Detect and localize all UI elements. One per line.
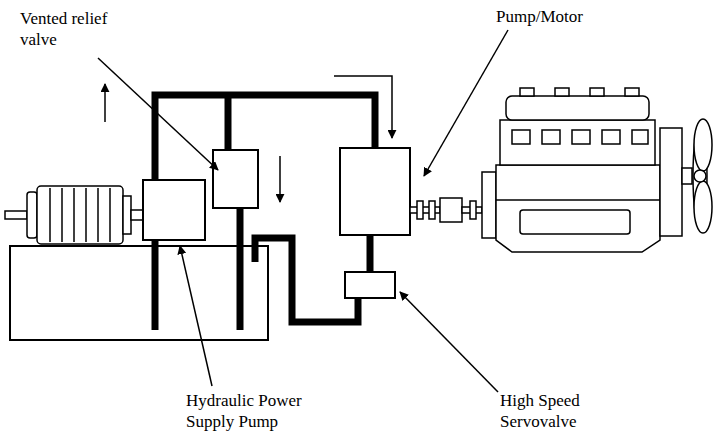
shaft-coupling bbox=[429, 201, 435, 219]
electric-motor bbox=[27, 192, 37, 238]
engine-illustration bbox=[520, 88, 534, 96]
flow-arrow bbox=[104, 84, 106, 122]
electric-motor bbox=[49, 188, 51, 242]
electric-motor bbox=[73, 188, 75, 242]
engine-illustration bbox=[555, 88, 569, 96]
supply-pump bbox=[143, 180, 205, 240]
engine-illustration bbox=[482, 88, 712, 252]
electric-motor bbox=[5, 211, 27, 219]
engine-illustration bbox=[500, 120, 655, 165]
engine-illustration bbox=[572, 130, 590, 144]
shaft-coupling bbox=[440, 198, 462, 222]
reservoir-tank bbox=[10, 246, 268, 340]
relief-valve bbox=[213, 150, 258, 208]
reservoir-tank bbox=[10, 246, 268, 340]
engine-illustration bbox=[602, 130, 620, 144]
engine-illustration bbox=[506, 96, 649, 120]
electric-motor bbox=[123, 196, 131, 234]
hydraulic-pipe bbox=[367, 235, 374, 272]
leader-line bbox=[98, 58, 218, 170]
relief-valve bbox=[213, 150, 258, 208]
engine-illustration bbox=[590, 88, 604, 96]
hydraulic-pipe bbox=[255, 238, 358, 322]
engine-illustration bbox=[542, 130, 560, 144]
electric-motor bbox=[85, 188, 87, 242]
shaft-coupling bbox=[417, 201, 423, 219]
engine-illustration bbox=[625, 88, 639, 96]
callout-label: Vented relief valve bbox=[20, 8, 132, 50]
leader-line bbox=[180, 246, 212, 386]
servovalve bbox=[345, 272, 395, 298]
servovalve bbox=[345, 272, 395, 298]
leader-line bbox=[400, 292, 498, 392]
supply-pump bbox=[143, 180, 205, 240]
electric-motor bbox=[5, 186, 143, 244]
hydraulic-pipe bbox=[237, 208, 244, 330]
engine-illustration bbox=[632, 130, 648, 144]
engine-illustration bbox=[694, 181, 712, 233]
engine-illustration bbox=[496, 165, 660, 252]
electric-motor bbox=[97, 188, 99, 242]
electric-motor bbox=[131, 210, 143, 220]
electric-motor bbox=[61, 188, 63, 242]
leader-line bbox=[424, 30, 508, 176]
callout-label: Pump/Motor bbox=[496, 6, 606, 27]
flow-arrow bbox=[105, 76, 392, 202]
engine-illustration bbox=[660, 128, 682, 236]
engine-illustration bbox=[694, 119, 712, 171]
engine-illustration bbox=[512, 130, 530, 144]
engine-illustration bbox=[496, 199, 660, 201]
hydraulic-pipe bbox=[225, 95, 232, 150]
shaft-coupling bbox=[410, 198, 482, 222]
electric-motor bbox=[109, 188, 111, 242]
callout-label: High Speed Servovalve bbox=[500, 390, 610, 432]
callout-label: Hydraulic Power Supply Pump bbox=[186, 390, 321, 432]
shaft-coupling bbox=[470, 201, 476, 219]
hydraulic-pipe bbox=[152, 240, 159, 330]
flow-arrow bbox=[334, 76, 392, 138]
leader-line bbox=[98, 30, 508, 392]
electric-motor bbox=[37, 186, 123, 244]
pump-motor bbox=[340, 148, 410, 235]
pump-motor bbox=[340, 148, 410, 235]
engine-illustration bbox=[520, 210, 630, 234]
flow-arrow bbox=[279, 156, 281, 202]
engine-illustration bbox=[694, 170, 706, 182]
engine-illustration bbox=[482, 172, 496, 238]
engine-illustration bbox=[682, 168, 692, 184]
